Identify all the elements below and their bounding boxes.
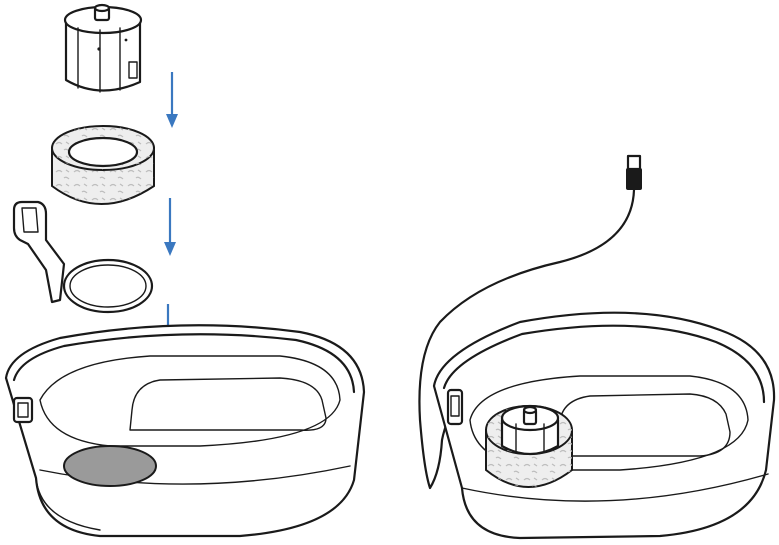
pump-bracket-with-ring — [12, 200, 154, 314]
pump-motor — [63, 3, 143, 93]
basin-well — [63, 445, 157, 487]
filter-foam-ring — [51, 125, 155, 205]
arrow-down-1 — [166, 72, 178, 128]
fountain-basin-right — [432, 311, 776, 540]
usb-plug — [626, 154, 642, 190]
installed-pump — [485, 404, 573, 488]
panel-assembled-fountain — [418, 154, 776, 540]
fountain-basin-left — [4, 324, 366, 538]
panel-assembly-exploded — [4, 3, 366, 538]
arrow-down-2 — [164, 198, 176, 256]
usb-cable — [418, 188, 636, 490]
